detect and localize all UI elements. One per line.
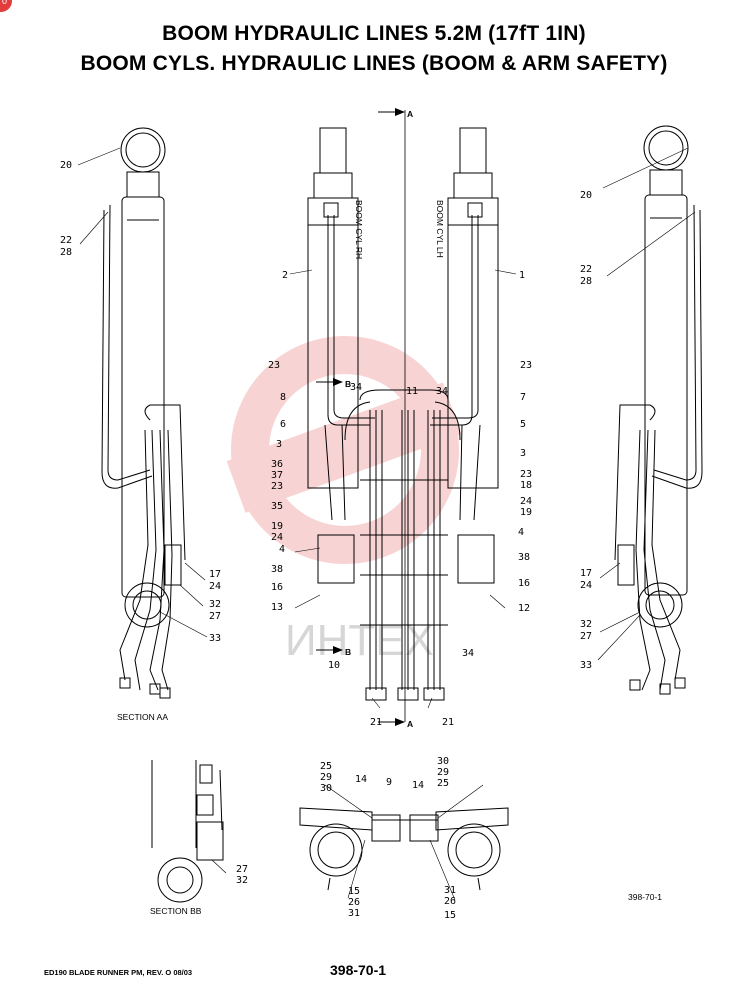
callout-19-a: 19 (271, 521, 283, 532)
callout-5: 5 (520, 419, 526, 430)
callout-38-b: 38 (518, 552, 530, 563)
callout-32-right: 32 (580, 619, 592, 630)
callout-36: 36 (271, 459, 283, 470)
callout-24-right: 24 (580, 580, 592, 591)
callout-28-left: 28 (60, 247, 72, 258)
callout-24-a: 24 (271, 532, 283, 543)
callout-4-b: 4 (518, 527, 524, 538)
callout-32-bb: 32 (236, 875, 248, 886)
callout-13: 13 (271, 602, 283, 613)
callout-37: 37 (271, 470, 283, 481)
cut-label-b-bottom: B (345, 647, 351, 657)
section-bb-label: SECTION BB (150, 906, 202, 916)
callout-28-right: 28 (580, 276, 592, 287)
callout-15-a: 15 (348, 886, 360, 897)
callout-29-a: 29 (320, 772, 332, 783)
callout-22-left: 22 (60, 235, 72, 246)
left-cylinder (101, 127, 186, 699)
callout-7: 7 (520, 392, 526, 403)
callout-16-b: 16 (518, 578, 530, 589)
watermark-text: ИНТЕХ (285, 616, 434, 665)
callout-23-d: 23 (520, 469, 532, 480)
callout-21-a: 21 (370, 717, 382, 728)
callout-34-c: 34 (462, 648, 474, 659)
callout-11: 11 (406, 386, 418, 397)
callout-27-right: 27 (580, 631, 592, 642)
center-cylinder-lh (430, 127, 499, 584)
callout-27-left: 27 (209, 611, 221, 622)
callout-3-b: 3 (520, 448, 526, 459)
callout-6: 6 (280, 419, 286, 430)
callout-31-b: 31 (444, 885, 456, 896)
callout-30-b: 30 (437, 756, 449, 767)
callout-25-b: 25 (437, 778, 449, 789)
callout-10: 10 (328, 660, 340, 671)
leader-lines (77, 147, 696, 901)
callout-4-a: 4 (279, 544, 285, 555)
callout-23-a: 23 (268, 360, 280, 371)
boom-cyl-lh-label: BOOM CYL LH (435, 200, 445, 258)
callout-14-b: 14 (412, 780, 424, 791)
bottom-manifold-view (299, 807, 509, 891)
callout-8: 8 (280, 392, 286, 403)
callout-numbers: 20 22 28 17 24 32 27 33 20 22 28 17 24 3… (60, 160, 592, 921)
footer-document-ref: ED190 BLADE RUNNER PM, REV. O 08/03 (44, 968, 193, 977)
callout-21-b: 21 (442, 717, 454, 728)
callout-3-a: 3 (276, 439, 282, 450)
callout-33-left: 33 (209, 633, 221, 644)
callout-1: 1 (519, 270, 525, 281)
callout-20-right: 20 (580, 190, 592, 201)
callout-2: 2 (282, 270, 288, 281)
callout-15-b: 15 (444, 910, 456, 921)
callout-23-c: 23 (520, 360, 532, 371)
callout-23-b: 23 (271, 481, 283, 492)
center-cylinder-rh (307, 127, 375, 584)
page-title-line-1: BOOM HYDRAULIC LINES 5.2M (17fT 1IN) (162, 22, 586, 45)
callout-9: 9 (386, 777, 392, 788)
callout-17-right: 17 (580, 568, 592, 579)
boom-cyl-rh-label: BOOM CYL RH (354, 200, 364, 259)
callout-31-a: 31 (348, 908, 360, 919)
callout-25-a: 25 (320, 761, 332, 772)
callout-14-a: 14 (355, 774, 367, 785)
callout-24-left: 24 (209, 581, 221, 592)
callout-17-left: 17 (209, 569, 221, 580)
callout-16-a: 16 (271, 582, 283, 593)
callout-22-right: 22 (580, 264, 592, 275)
cut-label-b-top: B (345, 379, 351, 389)
center-hose-bundle (344, 389, 461, 701)
callout-29-b: 29 (437, 767, 449, 778)
callout-19-b: 19 (520, 507, 532, 518)
cut-label-a-top: A (407, 109, 413, 119)
callout-26-a: 26 (348, 897, 360, 908)
section-arrows (333, 108, 405, 726)
page-title-line-2: BOOM CYLS. HYDRAULIC LINES (BOOM & ARM S… (80, 52, 668, 75)
figure-id-label: 398-70-1 (628, 892, 662, 902)
callout-35: 35 (271, 501, 283, 512)
callout-34-a: 34 (350, 382, 362, 393)
callout-32-left: 32 (209, 599, 221, 610)
callout-33-right: 33 (580, 660, 592, 671)
callout-38-a: 38 (271, 564, 283, 575)
callout-20-left: 20 (60, 160, 72, 171)
callout-12: 12 (518, 603, 530, 614)
callout-26-b: 26 (444, 896, 456, 907)
section-bb-view (151, 760, 224, 903)
footer-page-number: 398-70-1 (330, 962, 387, 978)
section-aa-label: SECTION AA (117, 712, 168, 722)
callout-18: 18 (520, 480, 532, 491)
cut-label-a-bottom: A (407, 719, 413, 729)
callout-34-b: 34 (436, 386, 448, 397)
callout-27-bb: 27 (236, 864, 248, 875)
callout-24-b: 24 (520, 496, 532, 507)
right-cylinder (614, 125, 703, 695)
callout-30-a: 30 (320, 783, 332, 794)
